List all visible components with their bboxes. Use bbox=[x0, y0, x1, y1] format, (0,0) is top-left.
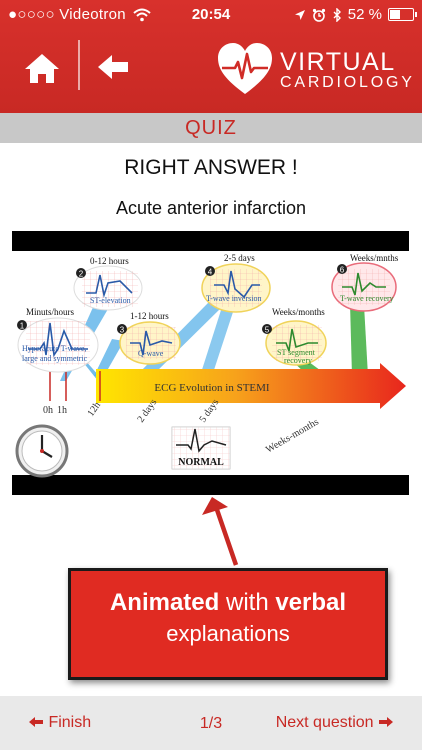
svg-text:1-12 hours: 1-12 hours bbox=[130, 311, 169, 321]
app-header: ●○○○○ Videotron 20:54 52 % VIRTUAL bbox=[0, 0, 422, 113]
ecg-stage-1: 1 Minuts/hours Hyperacute T-wave, large … bbox=[17, 307, 99, 373]
arrow-right-icon bbox=[379, 717, 393, 727]
back-button[interactable] bbox=[96, 52, 132, 86]
svg-text:ST segment: ST segment bbox=[277, 348, 316, 357]
svg-text:1: 1 bbox=[20, 322, 25, 331]
brand-logo: VIRTUAL CARDIOLOGY bbox=[216, 40, 416, 100]
svg-text:2: 2 bbox=[79, 270, 84, 279]
svg-text:5: 5 bbox=[265, 326, 270, 335]
svg-text:ST-elevation: ST-elevation bbox=[90, 296, 131, 305]
svg-text:Weeks/mnths: Weeks/mnths bbox=[350, 253, 399, 263]
tick-1h: 1h bbox=[57, 405, 67, 416]
callout-mid: with bbox=[219, 589, 276, 616]
battery-icon bbox=[388, 8, 417, 21]
quiz-title: QUIZ bbox=[185, 117, 237, 139]
location-icon bbox=[294, 9, 305, 20]
finish-button[interactable]: Finish bbox=[28, 714, 91, 732]
wifi-icon bbox=[133, 8, 151, 22]
svg-text:Minuts/hours: Minuts/hours bbox=[26, 307, 75, 317]
heart-logo-icon bbox=[218, 43, 272, 94]
quiz-title-bar: QUIZ bbox=[0, 113, 422, 143]
callout-bold-2: verbal bbox=[275, 589, 347, 616]
ecg-stage-4: 4 2-5 days T-wave inversion bbox=[201, 253, 271, 313]
svg-text:6: 6 bbox=[340, 266, 345, 275]
ecg-stage-6: 6 Weeks/mnths T-wave recovery bbox=[331, 253, 399, 312]
ecg-stage-3: 3 1-12 hours Q-wave bbox=[117, 311, 181, 365]
page-indicator: 1/3 bbox=[199, 715, 223, 732]
result-heading: RIGHT ANSWER ! bbox=[124, 156, 298, 179]
svg-text:Q-wave: Q-wave bbox=[138, 349, 164, 358]
ecg-evolution-diagram: ECG Evolution in STEMI 0h 1h 12h 2 days … bbox=[12, 251, 409, 478]
clock-time: 20:54 bbox=[191, 6, 231, 23]
svg-text:large and symmetric: large and symmetric bbox=[22, 354, 88, 363]
svg-text:T-wave recovery: T-wave recovery bbox=[340, 294, 394, 303]
callout-line-2: explanations bbox=[166, 621, 290, 646]
brand-line1: VIRTUAL bbox=[280, 48, 396, 76]
ecg-evolution-figure: ECG Evolution in STEMI 0h 1h 12h 2 days … bbox=[12, 231, 409, 495]
svg-text:0-12 hours: 0-12 hours bbox=[90, 256, 129, 266]
home-icon bbox=[25, 54, 59, 83]
back-arrow-icon bbox=[98, 55, 128, 79]
status-bar: ●○○○○ Videotron 20:54 52 % bbox=[0, 0, 422, 30]
ecg-stage-2: 2 0-12 hours ST-elevation bbox=[73, 256, 143, 311]
finish-label: Finish bbox=[48, 714, 92, 731]
quiz-content: RIGHT ANSWER ! Acute anterior infarction bbox=[0, 143, 422, 696]
callout-bold-1: Animated bbox=[109, 589, 220, 616]
svg-text:NORMAL: NORMAL bbox=[178, 457, 224, 468]
timeline-title: ECG Evolution in STEMI bbox=[154, 382, 270, 394]
status-right: 52 % bbox=[294, 6, 417, 23]
quiz-footer: Finish 1/3 Next question bbox=[0, 696, 422, 750]
svg-text:3: 3 bbox=[120, 326, 125, 335]
next-question-button[interactable]: Next question bbox=[276, 714, 394, 732]
ecg-stage-5: 5 Weeks/months ST segment recovery bbox=[262, 307, 327, 366]
svg-text:recovery: recovery bbox=[284, 356, 312, 365]
feature-callout: Animated with verbal explanations bbox=[68, 568, 388, 680]
diagnosis-label: Acute anterior infarction bbox=[115, 198, 307, 218]
svg-text:2-5 days: 2-5 days bbox=[224, 253, 255, 263]
svg-text:Weeks/months: Weeks/months bbox=[272, 307, 325, 317]
nav-divider bbox=[78, 40, 80, 90]
clock-icon bbox=[15, 424, 69, 478]
brand-line2: CARDIOLOGY bbox=[280, 74, 415, 91]
alarm-icon bbox=[312, 8, 325, 22]
carrier-label: ●○○○○ Videotron bbox=[8, 6, 126, 23]
svg-text:4: 4 bbox=[208, 268, 213, 277]
next-label: Next question bbox=[275, 714, 374, 731]
tick-0h: 0h bbox=[43, 405, 53, 416]
arrow-left-icon bbox=[29, 717, 43, 727]
svg-text:T-wave inversion: T-wave inversion bbox=[206, 294, 261, 303]
pointer-arrow bbox=[202, 497, 239, 566]
battery-percent: 52 % bbox=[347, 6, 382, 23]
svg-text:Hyperacute T-wave,: Hyperacute T-wave, bbox=[22, 344, 86, 353]
home-button[interactable] bbox=[22, 50, 66, 90]
bluetooth-icon bbox=[333, 7, 341, 22]
normal-ecg-box: NORMAL bbox=[171, 426, 231, 470]
